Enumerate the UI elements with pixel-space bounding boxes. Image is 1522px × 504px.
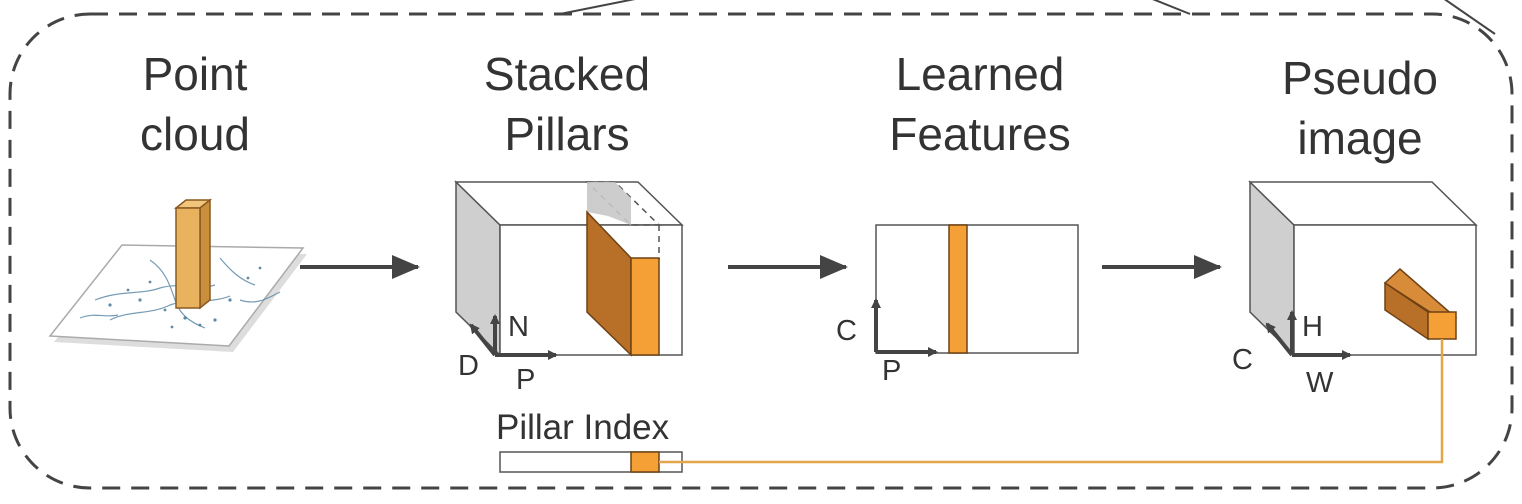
stage-learned-features-title-1: Learned <box>896 48 1065 100</box>
axis-label-n: N <box>508 311 529 343</box>
stage-stacked-pillars-title-2: Pillars <box>504 108 629 160</box>
pillar-index-label: Pillar Index <box>496 408 670 447</box>
stacked-pillars-cube <box>454 180 684 357</box>
single-pillar <box>173 198 213 310</box>
stage-point-cloud-title-1: Point <box>143 48 248 100</box>
axis-label-h: H <box>1302 311 1323 343</box>
top-connector-lines <box>559 0 1496 35</box>
axis-label-d: D <box>458 350 479 382</box>
stage-pseudo-image-title-1: Pseudo <box>1282 52 1438 104</box>
stage-stacked-pillars-title-1: Stacked <box>484 48 650 100</box>
learned-features-axes <box>871 298 938 357</box>
stage-learned-features-title-2: Features <box>889 108 1071 160</box>
learned-features-matrix <box>875 224 1079 354</box>
pseudo-image-axes <box>1265 310 1352 360</box>
stacked-pillars-axes <box>469 314 558 360</box>
axis-label-p: P <box>882 355 901 387</box>
index-connector-line <box>659 339 1444 464</box>
axis-label-c: C <box>1232 344 1253 376</box>
axis-label-p: P <box>516 364 535 396</box>
dashed-frame <box>8 12 1514 490</box>
stage-pseudo-image-title-2: image <box>1297 112 1422 164</box>
pillar-index-bar <box>499 451 683 473</box>
pseudo-image-cube <box>1248 180 1478 357</box>
axis-label-w: W <box>1306 367 1334 399</box>
stage-point-cloud-title-2: cloud <box>140 108 250 160</box>
axis-label-c: C <box>836 315 857 347</box>
